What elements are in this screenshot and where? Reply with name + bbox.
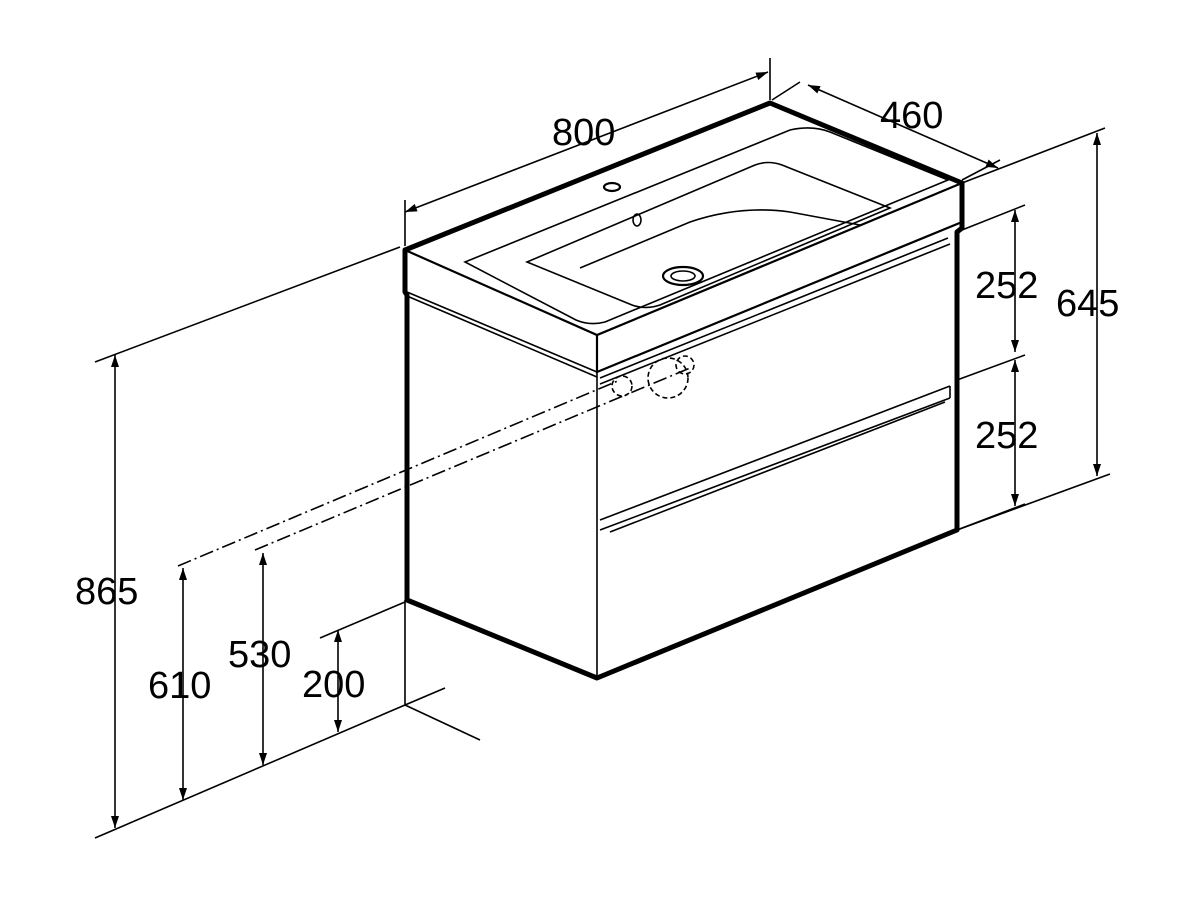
unit-height-label: 645 — [1056, 283, 1119, 325]
drain-icon — [661, 265, 705, 287]
siphon-hidden — [611, 355, 695, 399]
bottom-height-label: 200 — [302, 664, 365, 706]
width-label: 800 — [552, 112, 615, 154]
cabinet — [402, 100, 965, 741]
basin-rim — [463, 127, 951, 325]
dimensions: 800 460 645 252 252 865 610 530 200 — [75, 58, 1119, 839]
bottom-drawer-label: 252 — [975, 415, 1038, 457]
top-drawer-label: 252 — [975, 265, 1038, 307]
wall-floor-lines — [404, 600, 481, 741]
waste-610-label: 610 — [148, 665, 211, 707]
drawer-handle-line — [609, 401, 946, 533]
basin-underside — [406, 291, 598, 676]
depth-label: 460 — [880, 95, 943, 137]
waste-530-label: 530 — [228, 634, 291, 676]
side-top-edge — [406, 295, 598, 378]
waste-axis-610 — [177, 379, 621, 567]
overflow-icon — [632, 213, 642, 227]
top-height-label: 865 — [75, 571, 138, 613]
drawer-gap — [599, 385, 951, 531]
waste-axis-530 — [254, 367, 691, 551]
